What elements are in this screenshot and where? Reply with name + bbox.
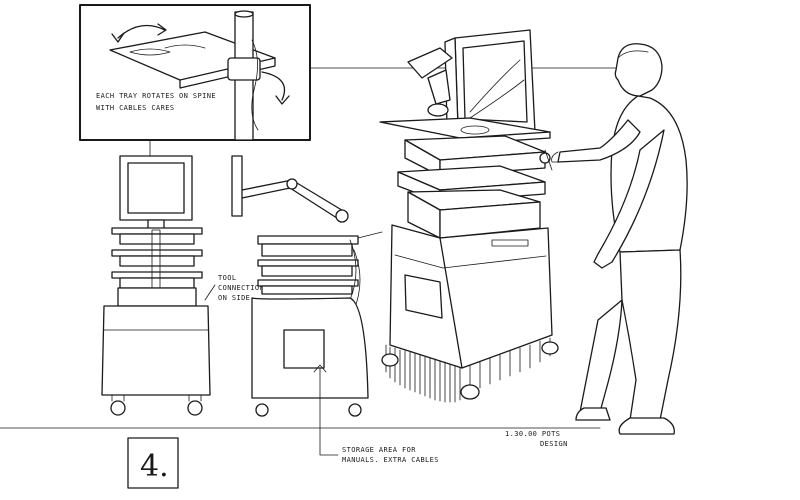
cable-tab-note-line2: CONNECTIONS (218, 284, 269, 292)
cable-tab-note-line1: TOOL (218, 274, 236, 282)
sheet-number: 4. (140, 449, 169, 484)
rotate-arrow-icon-2 (261, 71, 286, 101)
inset-note-line2: WITH CABLES CARES (96, 104, 174, 112)
cart-front-view (101, 155, 211, 416)
cable-tab-note-line3: ON SIDE (218, 294, 250, 302)
human-figure (551, 43, 688, 435)
sheet-number-box (127, 437, 179, 489)
signature-line2: DESIGN (540, 440, 568, 448)
cart-perspective-view (379, 29, 559, 403)
storage-note-line1: STORAGE AREA FOR (342, 446, 416, 454)
storage-pocket (404, 274, 443, 319)
signature-line1: 1.30.00 POTS (505, 430, 560, 438)
inset-detail-panel: EACH TRAY ROTATES ON SPINE WITH CABLES C… (79, 4, 311, 141)
inset-note-line1: EACH TRAY ROTATES ON SPINE (96, 92, 216, 100)
rotate-arrow-icon (117, 24, 166, 39)
storage-note-line2: MANUALS. EXTRA CABLES (342, 456, 439, 464)
cart-side-view (231, 155, 383, 417)
